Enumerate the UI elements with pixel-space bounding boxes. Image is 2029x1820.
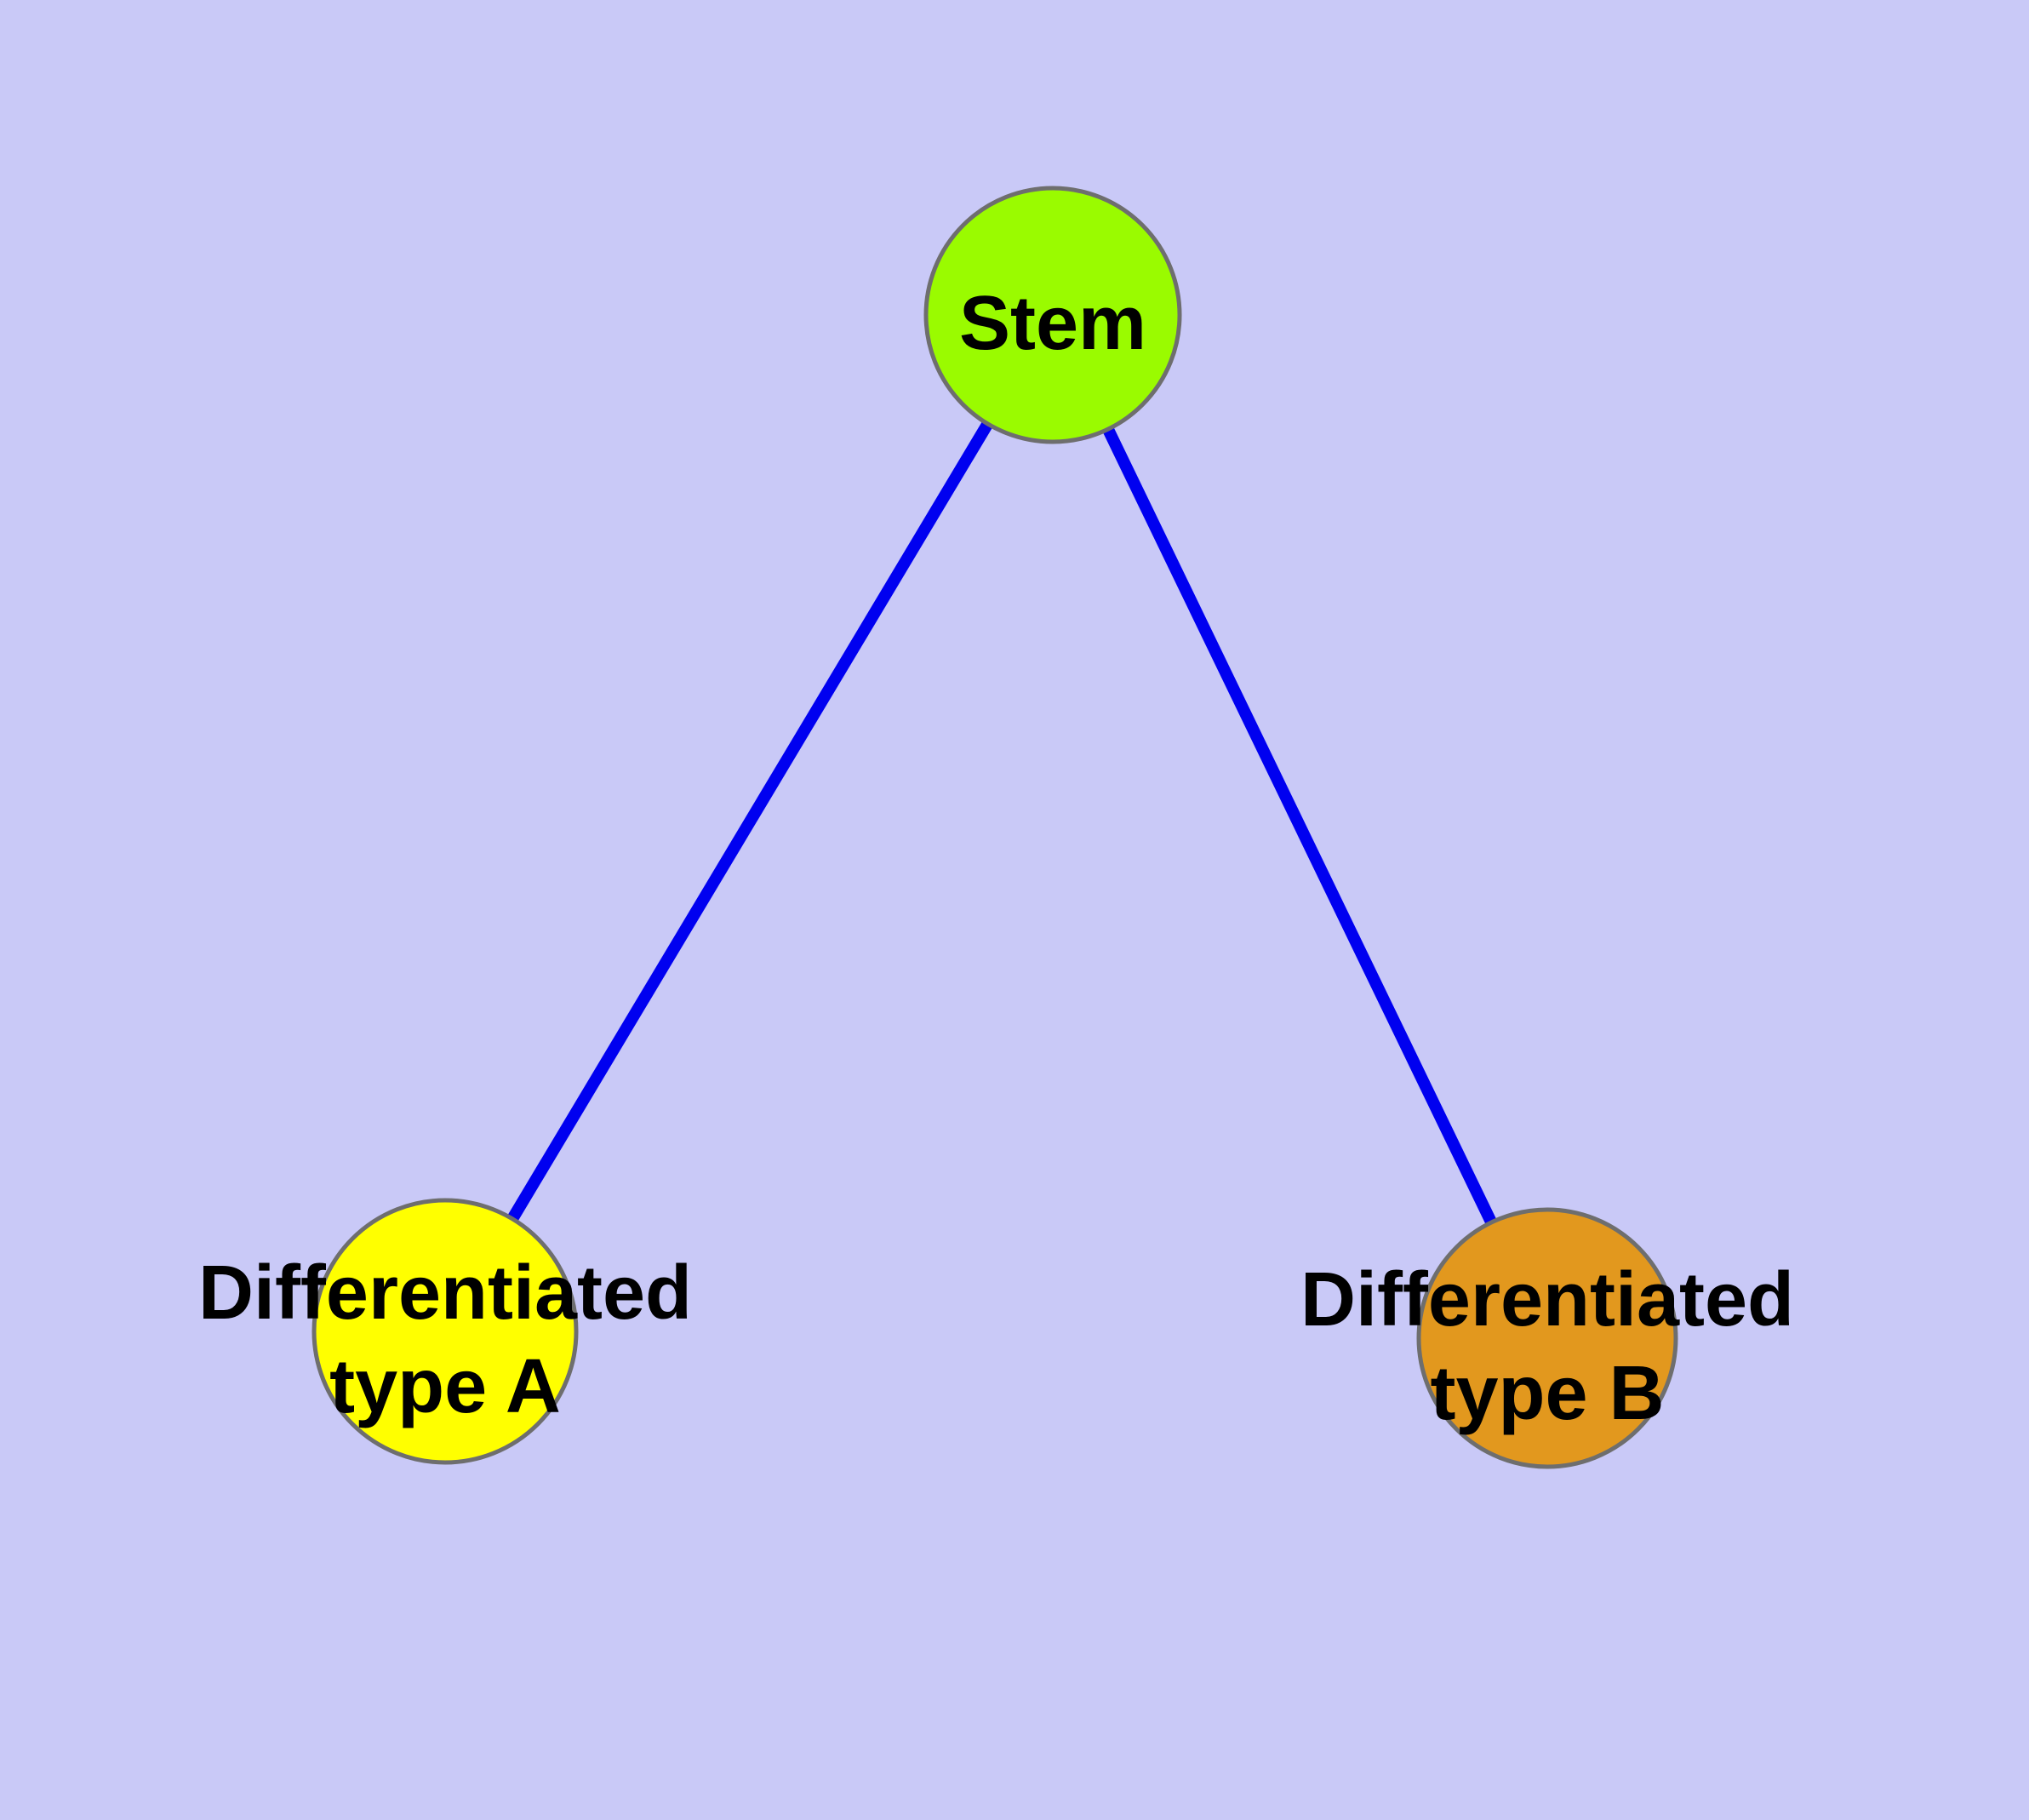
node-stem: Stem: [923, 186, 1182, 444]
edge-layer: [439, 312, 1553, 1342]
node-label-line: Stem: [959, 281, 1146, 366]
edge-stem-type-b: [1047, 312, 1553, 1342]
edge-stem-type-a: [439, 312, 1059, 1335]
node-stem-label: Stem: [959, 281, 1146, 366]
node-stem-circle: [923, 186, 1182, 444]
node-type-a-circle: [311, 1198, 579, 1465]
node-label-line: Differentiated: [1300, 1257, 1794, 1342]
node-type-b-label: Differentiated type B: [1300, 1257, 1794, 1436]
node-type-b: Differentiated type B: [1300, 1207, 1794, 1469]
node-type-b-circle: [1416, 1207, 1678, 1469]
node-label-line: Differentiated: [198, 1251, 692, 1336]
node-label-line: type B: [1430, 1351, 1664, 1436]
node-label-line: type A: [329, 1344, 561, 1429]
